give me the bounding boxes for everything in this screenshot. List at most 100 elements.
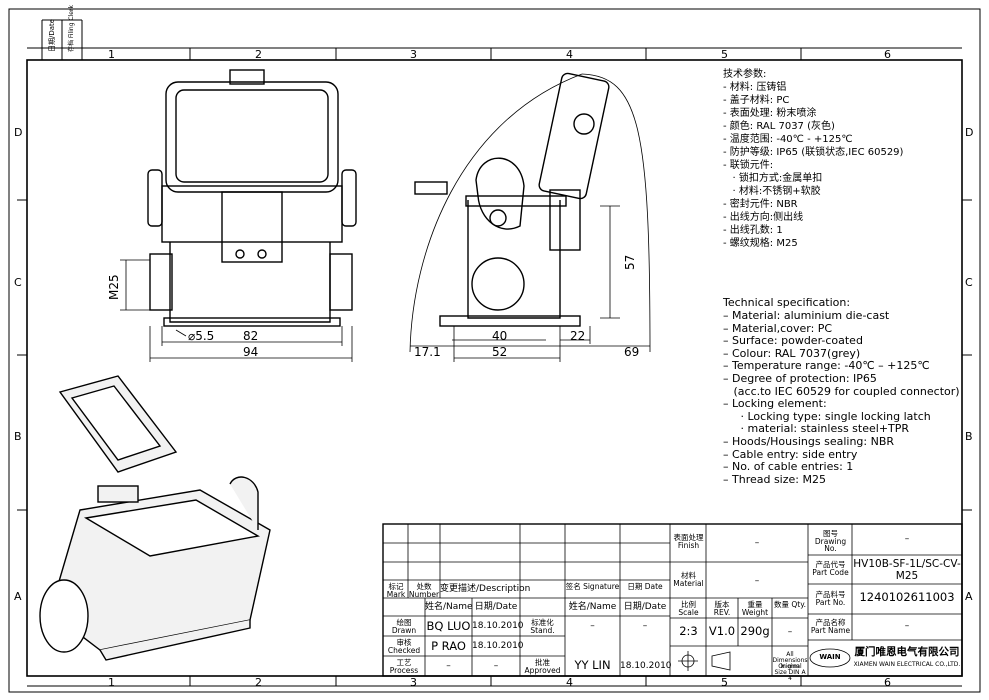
spec-en-line: · Locking type: single locking latch bbox=[723, 410, 931, 423]
dim-82: 82 bbox=[243, 329, 259, 343]
tb-drawing-no-label: 图号 Drawing No. bbox=[814, 529, 847, 553]
spec-en-line: – Thread size: M25 bbox=[723, 473, 826, 486]
company-name-cn: 厦门唯恩电气有限公司 bbox=[854, 646, 960, 658]
tb-part-name-value: – bbox=[904, 621, 910, 631]
spec-en-line: – Hoods/Housings sealing: NBR bbox=[723, 435, 895, 448]
tb-part-no-label: 产品料号 Part No. bbox=[815, 590, 846, 607]
tb-drawn-name: BQ LUO bbox=[426, 619, 471, 633]
spec-cn-line: - 盖子材料: PC bbox=[723, 95, 790, 106]
tb-description: 变更描述/Description bbox=[440, 584, 531, 594]
tb-process-name: – bbox=[446, 661, 451, 671]
zone-side-d-left: D bbox=[14, 126, 23, 139]
tb-signature: 签名 Signature bbox=[565, 582, 620, 591]
zone-side-b-left: B bbox=[14, 430, 22, 443]
front-view bbox=[147, 69, 357, 327]
tb-rev-label: 版本 REV. bbox=[713, 600, 731, 617]
outer-frame bbox=[8, 8, 981, 693]
tb-date-header-2: 日期/Date bbox=[623, 602, 667, 612]
zone-bottom-4: 4 bbox=[566, 676, 573, 689]
zone-top-1: 1 bbox=[108, 48, 115, 61]
tb-checked-name: P RAO bbox=[431, 639, 466, 653]
dim-m25: M25 bbox=[107, 274, 121, 300]
dim-94: 94 bbox=[243, 345, 259, 359]
tb-part-no-value: 1240102611003 bbox=[859, 590, 955, 604]
tb-drawing-no-value: – bbox=[904, 534, 910, 544]
dim-22: 22 bbox=[570, 329, 586, 343]
tb-checked-date: 18.10.2010 bbox=[472, 641, 524, 651]
spec-cn-line: - 表面处理: 粉末喷涂 bbox=[723, 108, 817, 119]
side-view bbox=[414, 72, 610, 327]
spec-en-line: – Locking element: bbox=[723, 397, 827, 410]
spec-cn-line: - 温度范围: -40℃ - +125℃ bbox=[723, 134, 853, 145]
zone-top-4: 4 bbox=[566, 48, 573, 61]
tb-scale-label: 比例 Scale bbox=[678, 600, 699, 617]
spec-cn-line: - 密封元件: NBR bbox=[723, 199, 798, 210]
tb-approved-label: 批准 Approved bbox=[524, 658, 561, 675]
tb-finish-label: 表面处理 Finish bbox=[673, 533, 704, 550]
spec-en-line: – Colour: RAL 7037(grey) bbox=[723, 347, 861, 360]
tb-date: 日期 Date bbox=[627, 582, 663, 591]
tb-name-header: 姓名/Name bbox=[425, 602, 473, 612]
tb-size-note: Original Size DIN A 4 bbox=[774, 663, 806, 682]
company-logo: WAIN bbox=[819, 653, 841, 661]
tb-checked-label: 审核 Checked bbox=[387, 638, 421, 655]
isometric-view bbox=[39, 375, 271, 661]
dim-69: 69 bbox=[624, 345, 640, 359]
tb-approved-date: 18.10.2010 bbox=[620, 661, 672, 671]
tb-rev-value: V1.0 bbox=[708, 624, 736, 638]
spec-en-line: – Temperature range: -40℃ – +125℃ bbox=[723, 359, 930, 372]
spec-en-line: Technical specification: bbox=[723, 296, 851, 309]
tb-mark: 标记 Mark bbox=[386, 582, 406, 599]
zone-bottom-3: 3 bbox=[410, 676, 417, 689]
tb-part-code-value: HV10B-SF-1L/SC-CV-M25 bbox=[853, 558, 961, 582]
tb-process-date: – bbox=[493, 661, 499, 671]
spec-cn-line: - 出线方向:侧出线 bbox=[723, 212, 804, 223]
tb-part-code-label: 产品代号 Part Code bbox=[812, 560, 849, 577]
zone-top-2: 2 bbox=[255, 48, 262, 61]
zone-bottom-1: 1 bbox=[108, 676, 115, 689]
tb-finish-value: – bbox=[754, 538, 760, 548]
spec-en-line: – Cable entry: side entry bbox=[723, 448, 858, 461]
zone-bottom-6: 6 bbox=[884, 676, 891, 689]
zone-top-3: 3 bbox=[410, 48, 417, 61]
tb-drawn-label: 绘图 Drawn bbox=[391, 618, 417, 635]
spec-cn-line: - 材料: 压铸铝 bbox=[723, 82, 787, 93]
dim-17-1: 17.1 bbox=[414, 345, 441, 359]
tb-stand-name: – bbox=[590, 621, 595, 631]
spec-cn-line: · 锁扣方式:金属单扣 bbox=[723, 173, 823, 184]
tb-stand-date: – bbox=[642, 621, 648, 631]
filing-margin-label: 存档 Filing Clerk bbox=[68, 5, 75, 52]
zone-bottom-5: 5 bbox=[721, 676, 728, 689]
zone-bottom-2: 2 bbox=[255, 676, 262, 689]
zone-side-a: A bbox=[965, 590, 973, 603]
zone-top-6: 6 bbox=[884, 48, 891, 61]
tb-dims-note: All Dimensions in mm bbox=[772, 651, 808, 670]
tb-date-header: 日期/Date bbox=[474, 602, 518, 612]
spec-cn-line: 技术参数: bbox=[723, 69, 767, 80]
spec-cn-line: - 联锁元件: bbox=[723, 160, 774, 171]
tb-approved-name: YY LIN bbox=[574, 658, 611, 672]
spec-en-line: – Degree of protection: IP65 bbox=[723, 372, 877, 385]
company-name-en: XIAMEN WAIN ELECTRICAL CO.,LTD. bbox=[853, 661, 961, 668]
tb-weight-value: 290g bbox=[740, 624, 770, 638]
zone-top-5: 5 bbox=[721, 48, 728, 61]
zone-side-d: D bbox=[965, 126, 974, 139]
tb-stand-label: 标准化 Stand. bbox=[530, 618, 555, 635]
zone-side-a-left: A bbox=[14, 590, 22, 603]
tb-name-header-2: 姓名/Name bbox=[568, 602, 617, 612]
zone-side-c: C bbox=[965, 276, 973, 289]
zone-side-c-left: C bbox=[14, 276, 22, 289]
tb-drawn-date: 18.10.2010 bbox=[472, 621, 524, 631]
spec-en-line: (acc.to IEC 60529 for coupled connector) bbox=[723, 385, 960, 398]
spec-en-line: – No. of cable entries: 1 bbox=[723, 460, 854, 473]
tb-qty-label: 数量 Qty. bbox=[774, 600, 806, 609]
dim-52: 52 bbox=[492, 345, 508, 359]
spec-cn-line: · 材料:不锈钢+软胶 bbox=[723, 186, 821, 197]
tb-process-label: 工艺 Process bbox=[389, 658, 419, 675]
spec-cn-line: - 出线孔数: 1 bbox=[723, 225, 783, 236]
tb-part-name-label: 产品名称 Part Name bbox=[810, 618, 851, 635]
date-margin-label: 日期/Date bbox=[48, 18, 56, 52]
spec-en-line: · material: stainless steel+TPR bbox=[723, 422, 910, 435]
spec-en-line: – Material,cover: PC bbox=[723, 322, 833, 335]
